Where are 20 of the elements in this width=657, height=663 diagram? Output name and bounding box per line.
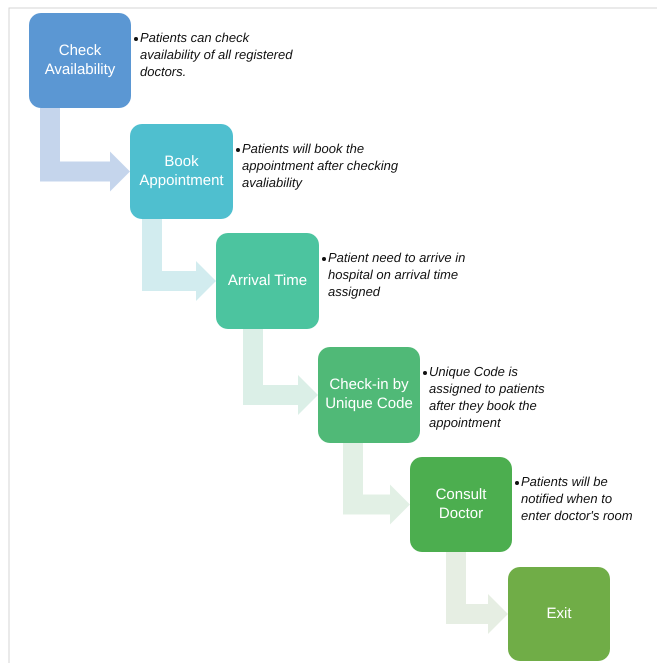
step-description: Unique Code is assigned to patients after they book the appointment [429, 364, 546, 432]
step-box [29, 13, 131, 108]
step-title: Consult Doctor [434, 486, 488, 524]
step-box [318, 347, 420, 443]
step-title: Exit [546, 604, 572, 624]
step-title: Arrival Time [228, 272, 308, 290]
step-description: Patients can check availability of all registered doctors. [140, 30, 294, 81]
step-box [410, 457, 512, 552]
step-title: Check-in by Unique Code [324, 376, 414, 414]
step-box [216, 233, 319, 329]
step-title: Check Availability [44, 42, 116, 80]
elbow-arrow [446, 552, 508, 634]
step-title: Book Appointment [138, 152, 225, 190]
step-description: Patients will book the appointment after checking avaliability [242, 141, 400, 192]
elbow-arrow [142, 219, 216, 301]
step-box [130, 124, 233, 219]
elbow-arrow [243, 329, 318, 415]
step-description: Patients will be notified when to enter doctor's room [521, 474, 634, 525]
step-box [508, 567, 610, 661]
step-description: Patient need to arrive in hospital on arrival time assigned [328, 250, 466, 301]
